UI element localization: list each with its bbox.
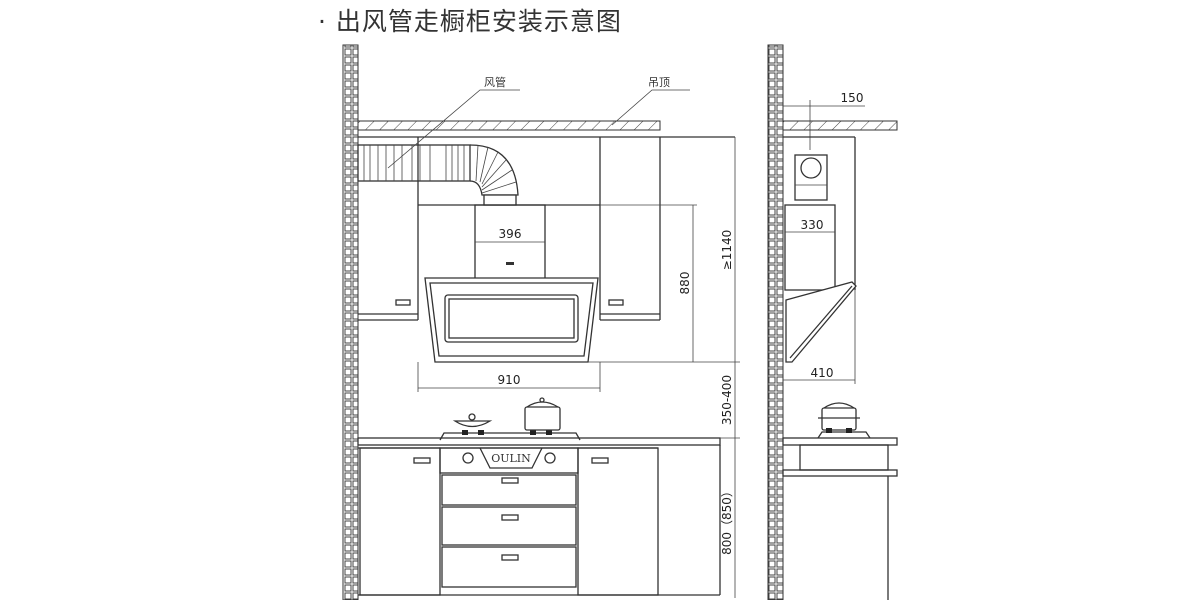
suspended-ceiling-side — [782, 120, 898, 131]
duct-label: 风管 — [484, 75, 506, 89]
duct — [357, 144, 519, 206]
chimney — [474, 204, 546, 281]
front-dimensions: 396 910 880 ≥1140 350-400 800（850） — [417, 137, 740, 598]
side-view: 150 330 410 — [767, 44, 898, 600]
base-cabinets: OULIN — [357, 437, 721, 596]
dim-880: 880 — [678, 272, 692, 295]
suspended-ceiling — [357, 120, 661, 131]
dim-800-850: 800（850） — [720, 485, 734, 555]
side-counter — [782, 402, 898, 600]
leader-lines: 风管 吊顶 — [387, 75, 690, 169]
cooktop — [439, 397, 581, 441]
dim-150: 150 — [841, 91, 864, 105]
dim-396: 396 — [499, 227, 522, 241]
dim-330: 330 — [801, 218, 824, 232]
side-chimney: 330 — [784, 204, 836, 291]
brick-wall-side — [767, 44, 784, 600]
dim-1140: ≥1140 — [720, 230, 734, 271]
range-hood — [424, 277, 599, 363]
ceiling-label: 吊顶 — [648, 76, 670, 89]
front-view: OULIN 风管 吊顶 396 910 — [342, 44, 740, 600]
diagram-title: · 出风管走橱柜安装示意图 — [318, 7, 622, 36]
dim-910: 910 — [498, 373, 521, 387]
side-duct — [794, 154, 828, 201]
brand-logo: OULIN — [491, 452, 531, 465]
dim-350-400: 350-400 — [720, 375, 734, 425]
side-hood: 410 — [783, 281, 857, 384]
dim-410: 410 — [811, 366, 834, 380]
brick-wall — [342, 44, 359, 600]
